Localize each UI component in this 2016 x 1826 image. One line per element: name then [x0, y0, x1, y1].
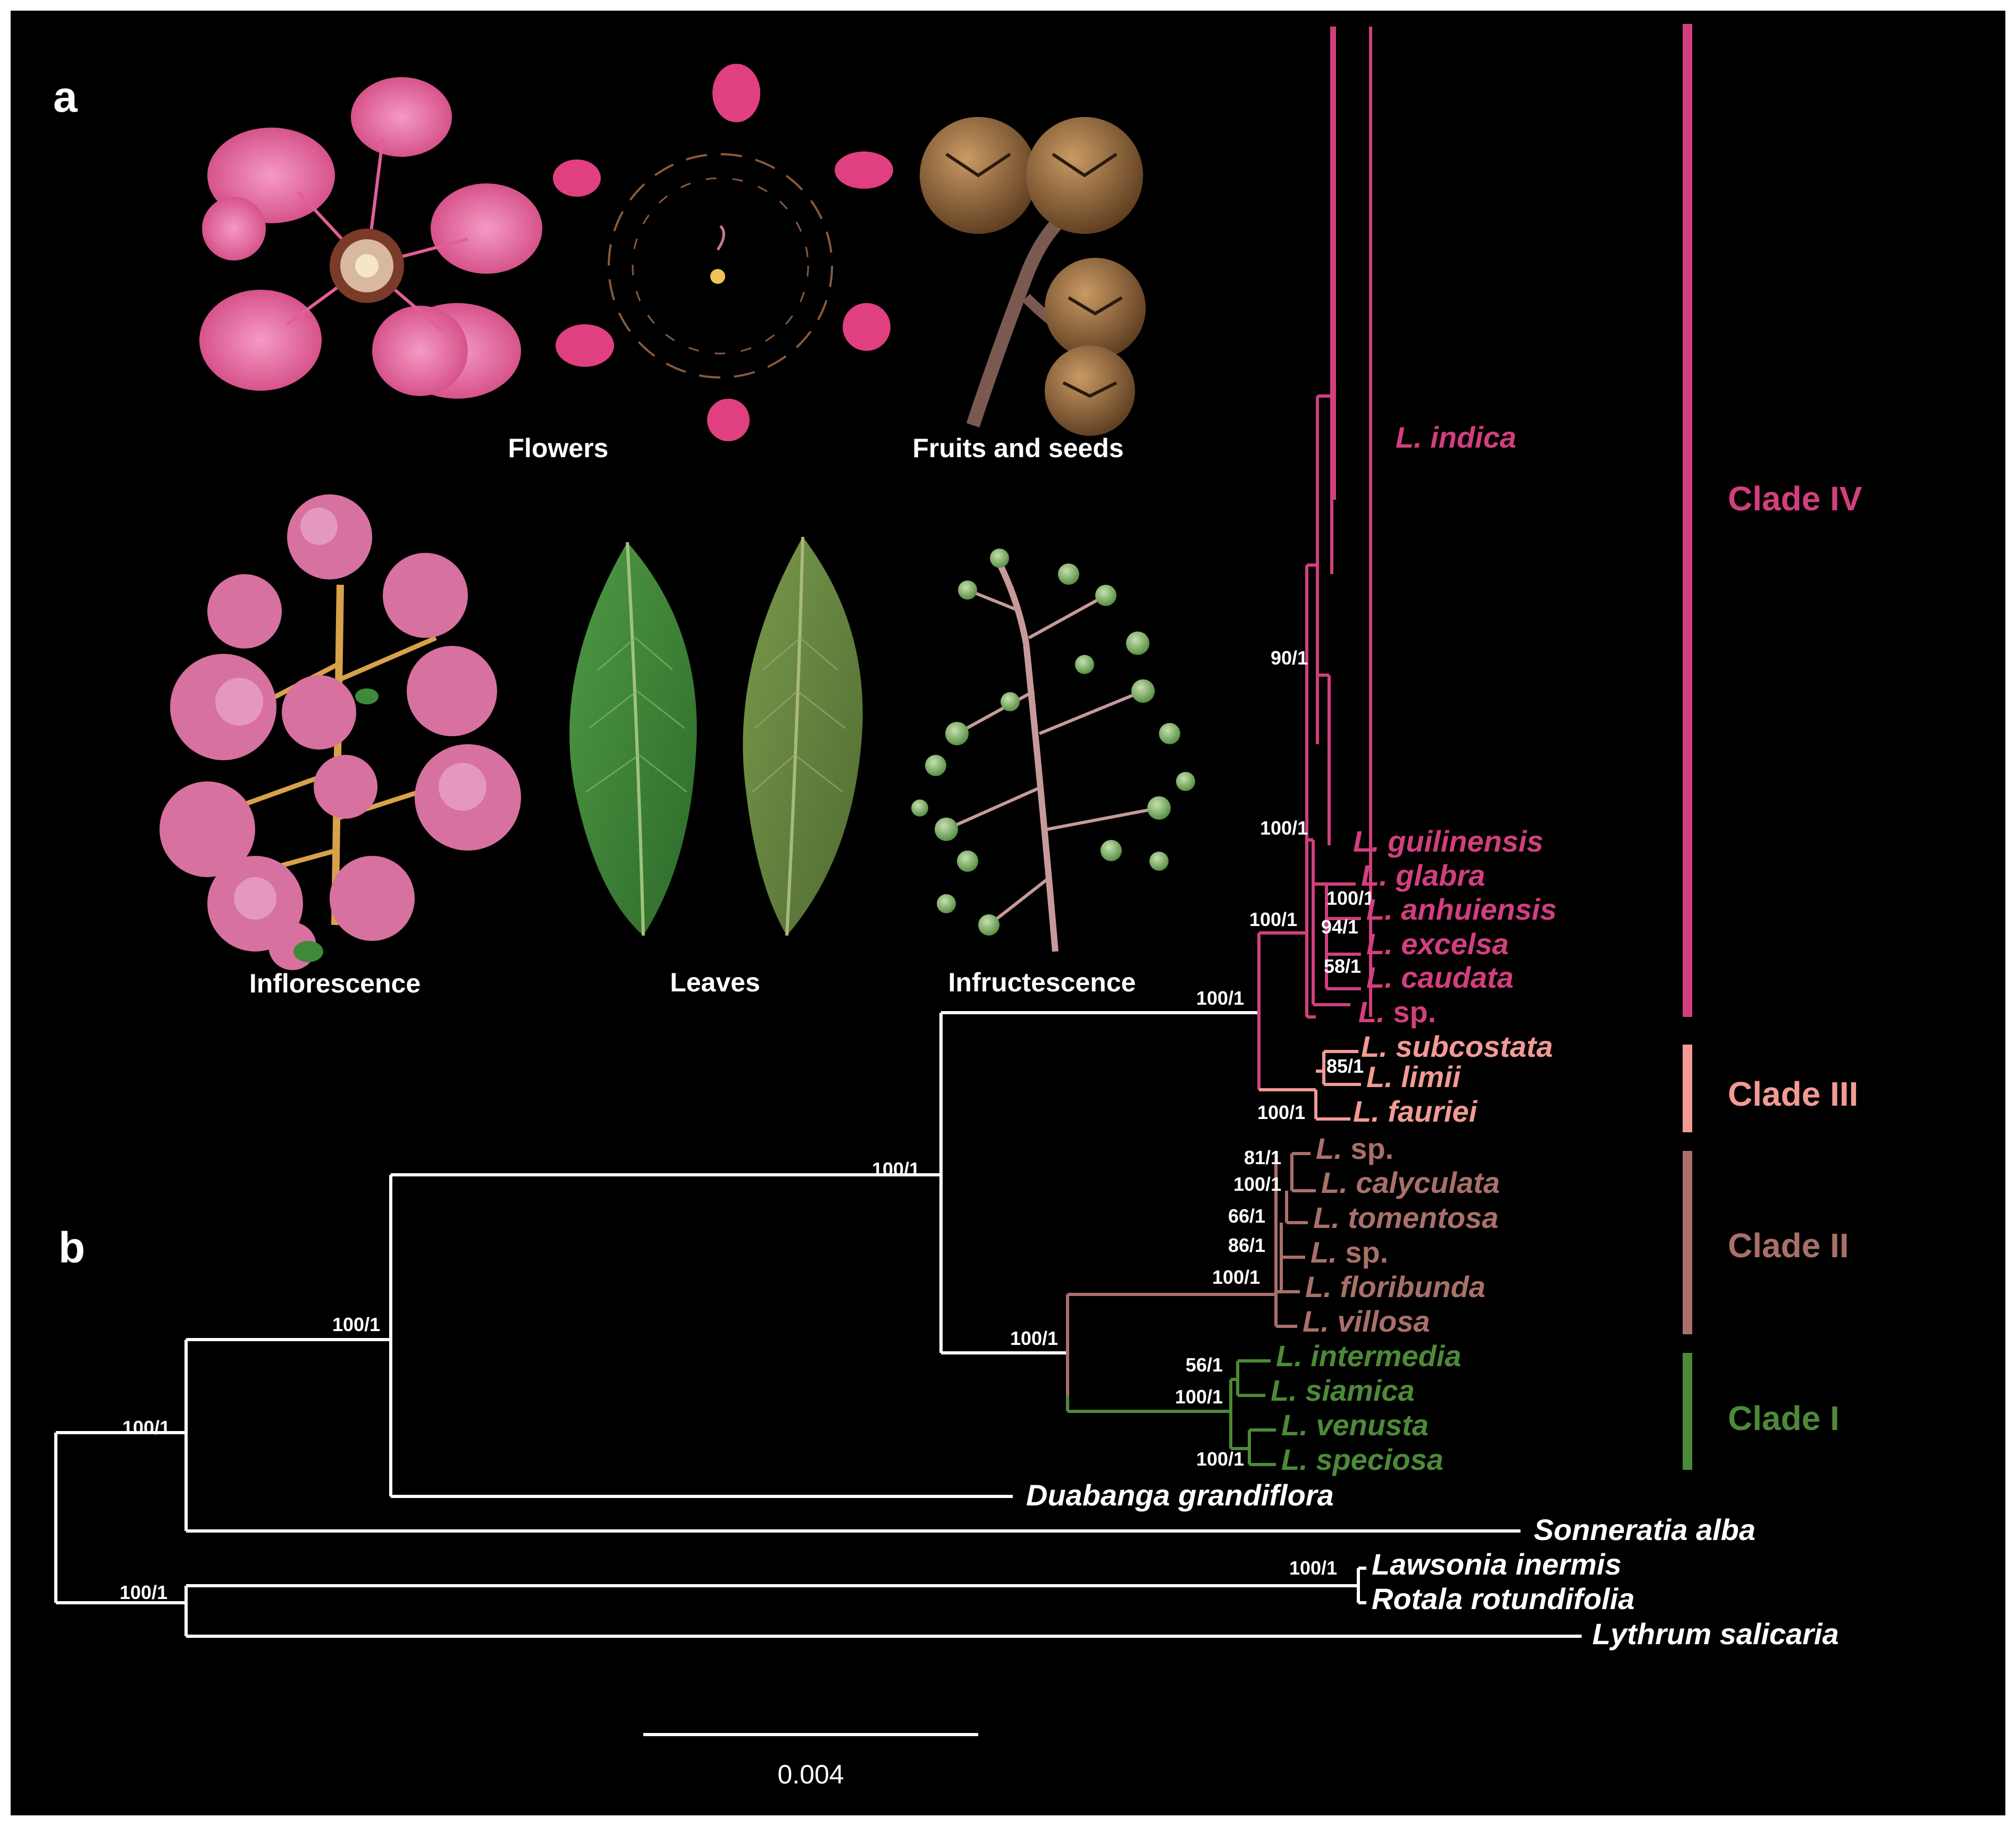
support-indica-root: 100/1 — [1260, 817, 1308, 839]
clade-i-bar — [1683, 1353, 1692, 1470]
taxon-l-intermedia: L. intermedia — [1276, 1339, 1461, 1373]
root-node — [54, 1431, 186, 1604]
support-clade-i-ii: 100/1 — [1010, 1327, 1058, 1349]
taxon-l-glabra: L. glabra — [1361, 859, 1485, 892]
panel-letter-b: b — [58, 1224, 85, 1272]
infructescence-illustration — [911, 549, 1195, 952]
support-myrtales-outgroup: 100/1 — [120, 1581, 167, 1603]
caption-fruits: Fruits and seeds — [912, 433, 1123, 463]
support-lawsonia-rotala: 100/1 — [1289, 1557, 1337, 1579]
taxon-lythrum: Lythrum salicaria — [1592, 1617, 1839, 1651]
support-duabanga-node: 100/1 — [332, 1314, 380, 1335]
support-clade-ii-sp2: 86/1 — [1228, 1234, 1265, 1256]
clade-i-label: Clade I — [1728, 1399, 1839, 1437]
clade-iii-branches — [1259, 1050, 1361, 1121]
taxon-l-venusta: L. venusta — [1281, 1408, 1429, 1442]
clade-iv-label: Clade IV — [1728, 479, 1862, 518]
scale-bar-label: 0.004 — [777, 1760, 844, 1789]
inflorescence-illustration — [159, 494, 521, 970]
taxon-l-anhuiensis: L. anhuiensis — [1366, 893, 1557, 926]
leaves-illustration — [569, 536, 863, 936]
taxon-sonneratia: Sonneratia alba — [1534, 1513, 1755, 1546]
clade-ii-label: Clade II — [1728, 1226, 1849, 1265]
support-limii: 85/1 — [1326, 1055, 1364, 1077]
taxon-l-caudata: L. caudata — [1366, 961, 1514, 994]
support-caudata: 58/1 — [1324, 955, 1361, 977]
support-values: 100/1 100/1 100/1 100/1 100/1 100/1 100/… — [120, 647, 1374, 1603]
duabanga-node — [186, 1175, 1013, 1498]
caption-flowers: Flowers — [508, 433, 609, 463]
taxon-l-limii: L. limii — [1366, 1060, 1461, 1093]
taxon-l-subcostata: L. subcostata — [1361, 1030, 1553, 1063]
taxon-lawsonia: Lawsonia inermis — [1372, 1547, 1622, 1581]
taxon-duabanga: Duabanga grandiflora — [1026, 1478, 1334, 1512]
caption-inflorescence: Inflorescence — [249, 969, 421, 998]
lagerstroemia-node — [391, 1013, 943, 1353]
taxon-l-sp-clade-ii-a: L. sp. — [1316, 1132, 1393, 1165]
support-anhuiensis: 100/1 — [1326, 887, 1374, 909]
support-lagerstroemia: 100/1 — [872, 1158, 920, 1180]
taxon-l-villosa: L. villosa — [1303, 1305, 1430, 1338]
scale-bar: 0.004 — [643, 1733, 978, 1789]
fruits-illustration — [920, 117, 1146, 436]
taxon-l-guilinensis: L. guilinensis — [1353, 824, 1543, 858]
clade-iii-label: Clade III — [1728, 1075, 1858, 1113]
panel-letter-a: a — [53, 73, 78, 121]
clade-ii-branches — [1066, 1152, 1316, 1395]
taxon-l-indica: L. indica — [1396, 420, 1516, 454]
clade-iv-bar — [1683, 24, 1692, 1017]
support-clade-iii: 100/1 — [1257, 1101, 1305, 1123]
support-clade-ii-calyculata: 100/1 — [1233, 1173, 1281, 1195]
clade-ii-bar — [1683, 1151, 1692, 1334]
support-clade-i-speciosa: 100/1 — [1196, 1448, 1244, 1470]
flower-illustration — [199, 77, 542, 399]
support-indica-inner: 90/1 — [1271, 647, 1308, 669]
support-clade-iii-iv: 100/1 — [1196, 987, 1244, 1009]
clade-iv-branches — [1257, 27, 1361, 1090]
taxon-rotala: Rotala rotundifolia — [1372, 1582, 1635, 1615]
taxon-l-sp-clade-ii-b: L. sp. — [1311, 1235, 1388, 1269]
support-clade-iv: 100/1 — [1249, 908, 1297, 930]
taxon-l-calyculata: L. calyculata — [1321, 1166, 1500, 1199]
caption-leaves: Leaves — [670, 967, 760, 997]
clade-bars: Clade IV Clade III Clade II Clade I — [1683, 24, 1862, 1470]
taxon-l-sp-clade-iv: L. sp. — [1358, 995, 1436, 1029]
dissected-flower-illustration — [553, 64, 893, 441]
support-clade-ii-tomentosa: 66/1 — [1228, 1205, 1265, 1227]
taxon-l-tomentosa: L. tomentosa — [1313, 1201, 1498, 1234]
taxon-l-excelsa: L. excelsa — [1366, 927, 1509, 961]
support-clade-i-siamica: 100/1 — [1175, 1386, 1223, 1408]
support-clade-ii: 100/1 — [1212, 1266, 1260, 1288]
taxon-l-fauriei: L. fauriei — [1353, 1095, 1478, 1128]
taxon-l-speciosa: L. speciosa — [1281, 1443, 1443, 1476]
support-excelsa: 94/1 — [1321, 916, 1358, 938]
tree-branches — [54, 27, 1582, 1638]
taxon-l-floribunda: L. floribunda — [1305, 1270, 1485, 1303]
lawsonia-rotala-node — [184, 1567, 1366, 1636]
taxon-labels: L. indica L. guilinensis L. glabra L. an… — [1026, 420, 1839, 1651]
taxon-l-siamica: L. siamica — [1271, 1374, 1415, 1407]
support-clade-i-intermedia: 56/1 — [1186, 1354, 1223, 1376]
caption-infructescence: Infructescence — [948, 967, 1136, 997]
support-root: 100/1 — [122, 1417, 170, 1438]
support-clade-ii-sp: 81/1 — [1244, 1147, 1281, 1168]
clade-iii-bar — [1683, 1045, 1692, 1132]
sonneratia-node — [184, 1340, 1521, 1533]
clade-i-branches — [1066, 1359, 1276, 1466]
